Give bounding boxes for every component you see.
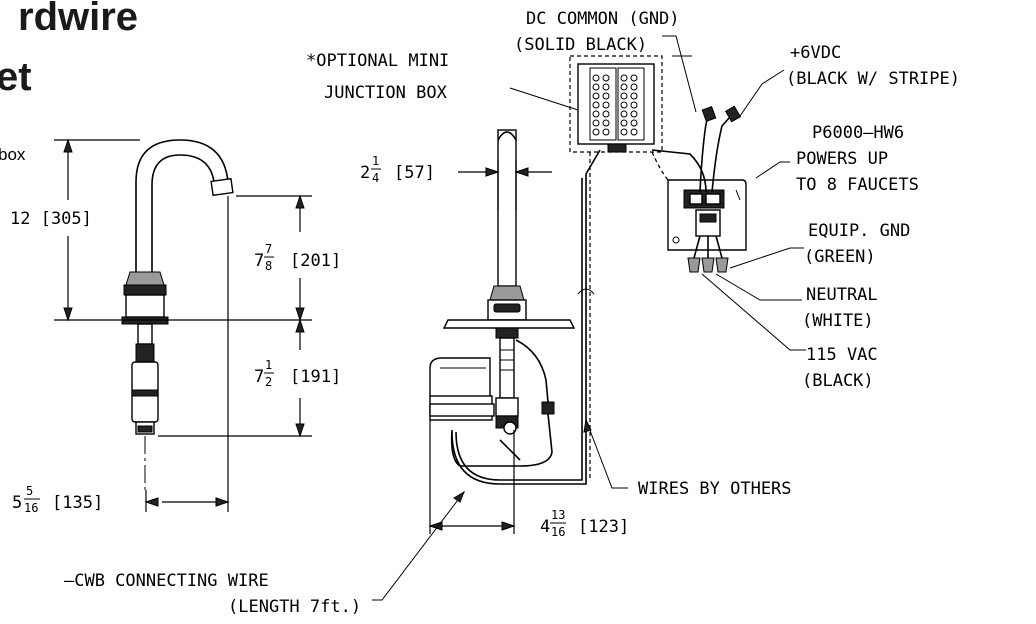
terminal-screw [630, 128, 638, 136]
svg-text:[191]: [191] [290, 367, 341, 387]
terminal-screw [630, 83, 638, 91]
terminal-screw [602, 110, 610, 118]
center-dimensions [428, 160, 552, 534]
terminal-screw [620, 92, 628, 100]
wire-break-mark [577, 288, 595, 295]
svg-text:[57]: [57] [394, 163, 435, 183]
svg-text:7: 7 [254, 251, 264, 271]
terminal-screw [592, 92, 600, 100]
terminal-screw [620, 101, 628, 109]
label-p6000-model: P6000–HW6 [812, 123, 904, 143]
terminal-screw [592, 110, 600, 118]
terminal-screw [602, 83, 610, 91]
terminal-screw [592, 119, 600, 127]
power-supply-unit [651, 105, 747, 273]
terminal-screw [602, 92, 610, 100]
svg-text:4: 4 [540, 517, 550, 537]
terminal-screw [602, 101, 610, 109]
svg-text:5: 5 [12, 493, 22, 513]
svg-text:4: 4 [372, 171, 379, 185]
svg-text:7: 7 [254, 367, 264, 387]
dim-overall-height: 12 [305] [10, 209, 92, 229]
svg-text:2: 2 [360, 163, 370, 183]
svg-text:13: 13 [551, 508, 565, 522]
terminal-screw [620, 110, 628, 118]
label-dc-common: DC COMMON (GND) [526, 9, 680, 29]
dim-box-offset: 4 13 16 [123] [540, 508, 629, 539]
svg-text:[135]: [135] [52, 493, 103, 513]
dim-reach: 5 5 16 [135] [12, 484, 103, 515]
terminal-screw [620, 74, 628, 82]
label-neutral-color: (WHITE) [802, 311, 874, 331]
dashed-wire-route-2 [651, 151, 669, 181]
terminal-screw [630, 74, 638, 82]
svg-text:5: 5 [26, 484, 33, 498]
dim-lower-height: 7 1 2 [191] [254, 358, 341, 389]
svg-text:1: 1 [372, 154, 379, 168]
center-faucet-drawing [429, 129, 601, 485]
terminal-screw [620, 128, 628, 136]
label-optional-junction: *OPTIONAL MINI [306, 51, 449, 71]
left-faucet-drawing [121, 139, 234, 490]
terminal-screw [602, 74, 610, 82]
terminal-screw [592, 128, 600, 136]
label-junction-box: JUNCTION BOX [324, 83, 448, 103]
terminal-screw [630, 119, 638, 127]
terminal-screw [592, 74, 600, 82]
svg-text:[201]: [201] [290, 251, 341, 271]
label-neutral: NEUTRAL [806, 285, 878, 305]
label-equip-gnd: EQUIP. GND [808, 221, 910, 241]
label-powers-up: POWERS UP [796, 149, 888, 169]
label-6vdc: +6VDC [790, 43, 841, 63]
terminal-screw [602, 119, 610, 127]
label-eight-faucets: TO 8 FAUCETS [796, 175, 919, 195]
mini-junction-box [569, 55, 663, 153]
label-equip-gnd-color: (GREEN) [804, 247, 876, 267]
title-line-3: box [0, 145, 26, 164]
label-115vac: 115 VAC [806, 345, 878, 365]
terminal-screw [602, 128, 610, 136]
svg-text:1: 1 [265, 358, 272, 372]
terminal-screw [592, 101, 600, 109]
label-6vdc-color: (BLACK W/ STRIPE) [786, 69, 960, 89]
title-line-1: rdwire [18, 0, 138, 39]
label-cwb-wire: –CWB CONNECTING WIRE [64, 571, 269, 591]
svg-text:8: 8 [265, 259, 272, 273]
terminal-screw [620, 83, 628, 91]
dim-spout-width: 2 1 4 [57] [360, 154, 435, 185]
terminal-screw [592, 83, 600, 91]
svg-text:2: 2 [265, 375, 272, 389]
leader-lines [372, 35, 806, 601]
svg-text:16: 16 [551, 525, 565, 539]
label-wires-by-others: WIRES BY OTHERS [638, 479, 792, 499]
left-dimensions [54, 138, 312, 512]
svg-text:[123]: [123] [578, 517, 629, 537]
label-cwb-length: (LENGTH 7ft.) [228, 597, 361, 617]
title-line-2: et [0, 55, 32, 99]
svg-text:7: 7 [265, 242, 272, 256]
dim-spout-height: 7 7 8 [201] [254, 242, 341, 273]
terminal-screw [620, 119, 628, 127]
junction-terminals [592, 74, 638, 136]
terminal-screw [630, 92, 638, 100]
terminal-screw [630, 110, 638, 118]
svg-text:16: 16 [24, 501, 38, 515]
terminal-screw [630, 101, 638, 109]
label-dc-common-color: (SOLID BLACK) [514, 35, 647, 55]
label-115vac-color: (BLACK) [802, 371, 874, 391]
